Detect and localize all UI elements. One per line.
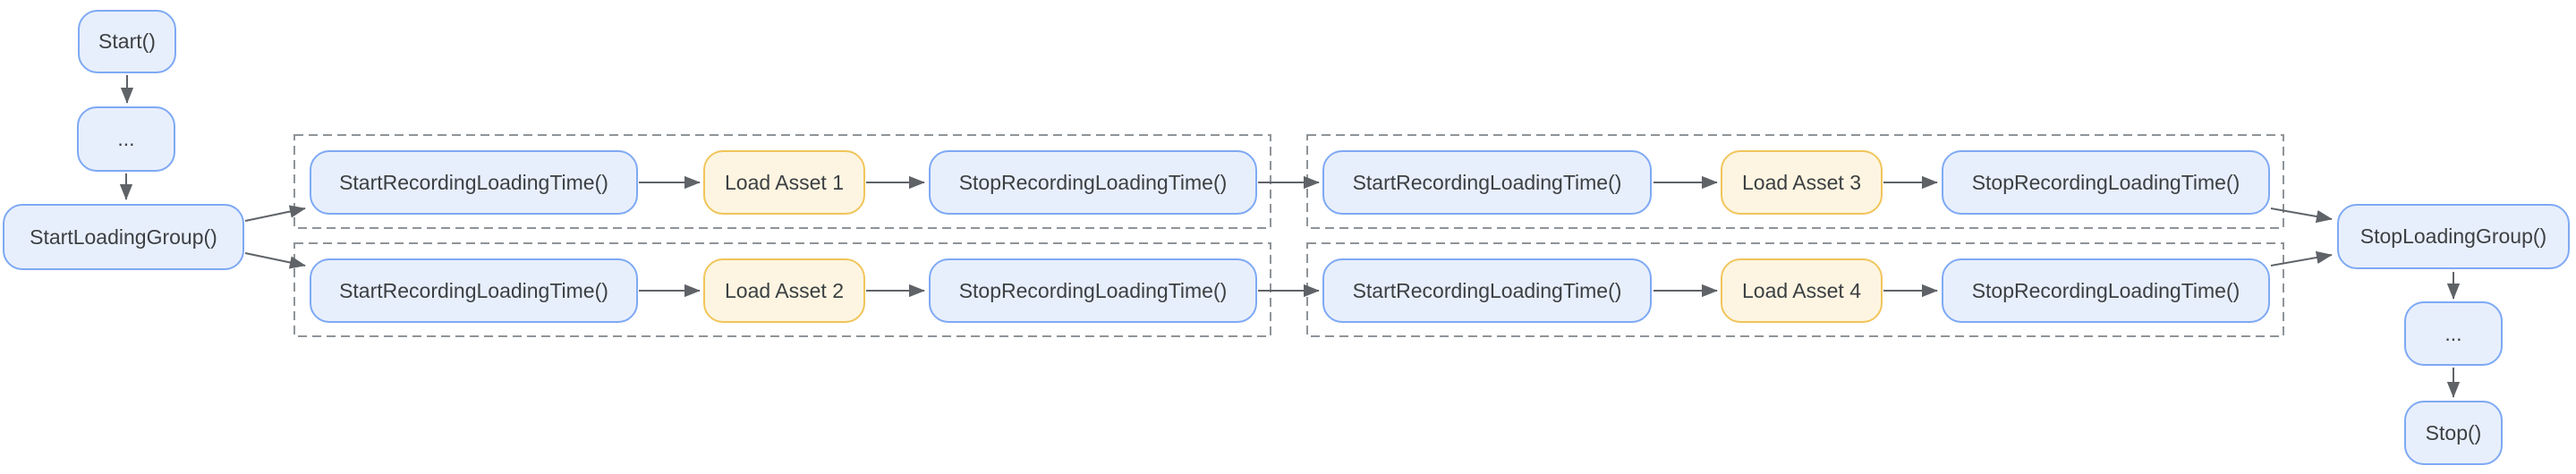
arrow-slg-to-group1-row2	[244, 252, 306, 269]
node-load-asset-4: Load Asset 4	[1721, 258, 1883, 323]
arrow-g2r1-to-stop-loading-group	[2270, 207, 2333, 224]
node-ellipsis-top: ...	[77, 106, 175, 172]
node-g2r1-stop-recording: StopRecordingLoadingTime()	[1942, 150, 2270, 215]
arrow-g2r2-to-stop-loading-group	[2270, 250, 2333, 267]
node-g2r2-start-recording: StartRecordingLoadingTime()	[1322, 258, 1652, 323]
node-load-asset-2: Load Asset 2	[703, 258, 865, 323]
node-g1r1-stop-recording: StopRecordingLoadingTime()	[929, 150, 1257, 215]
node-g2r1-start-recording: StartRecordingLoadingTime()	[1322, 150, 1652, 215]
node-g1r1-start-recording: StartRecordingLoadingTime()	[310, 150, 638, 215]
arrow-slg-to-group1-row1	[244, 205, 306, 222]
node-ellipsis-bottom: ...	[2404, 301, 2503, 366]
node-g1r2-stop-recording: StopRecordingLoadingTime()	[929, 258, 1257, 323]
node-stop: Stop()	[2404, 401, 2503, 465]
node-stop-loading-group: StopLoadingGroup()	[2337, 204, 2570, 269]
node-start-loading-group: StartLoadingGroup()	[3, 204, 244, 270]
node-g1r2-start-recording: StartRecordingLoadingTime()	[310, 258, 638, 323]
node-load-asset-1: Load Asset 1	[703, 150, 865, 215]
node-start: Start()	[78, 10, 176, 73]
node-load-asset-3: Load Asset 3	[1721, 150, 1883, 215]
node-g2r2-stop-recording: StopRecordingLoadingTime()	[1942, 258, 2270, 323]
